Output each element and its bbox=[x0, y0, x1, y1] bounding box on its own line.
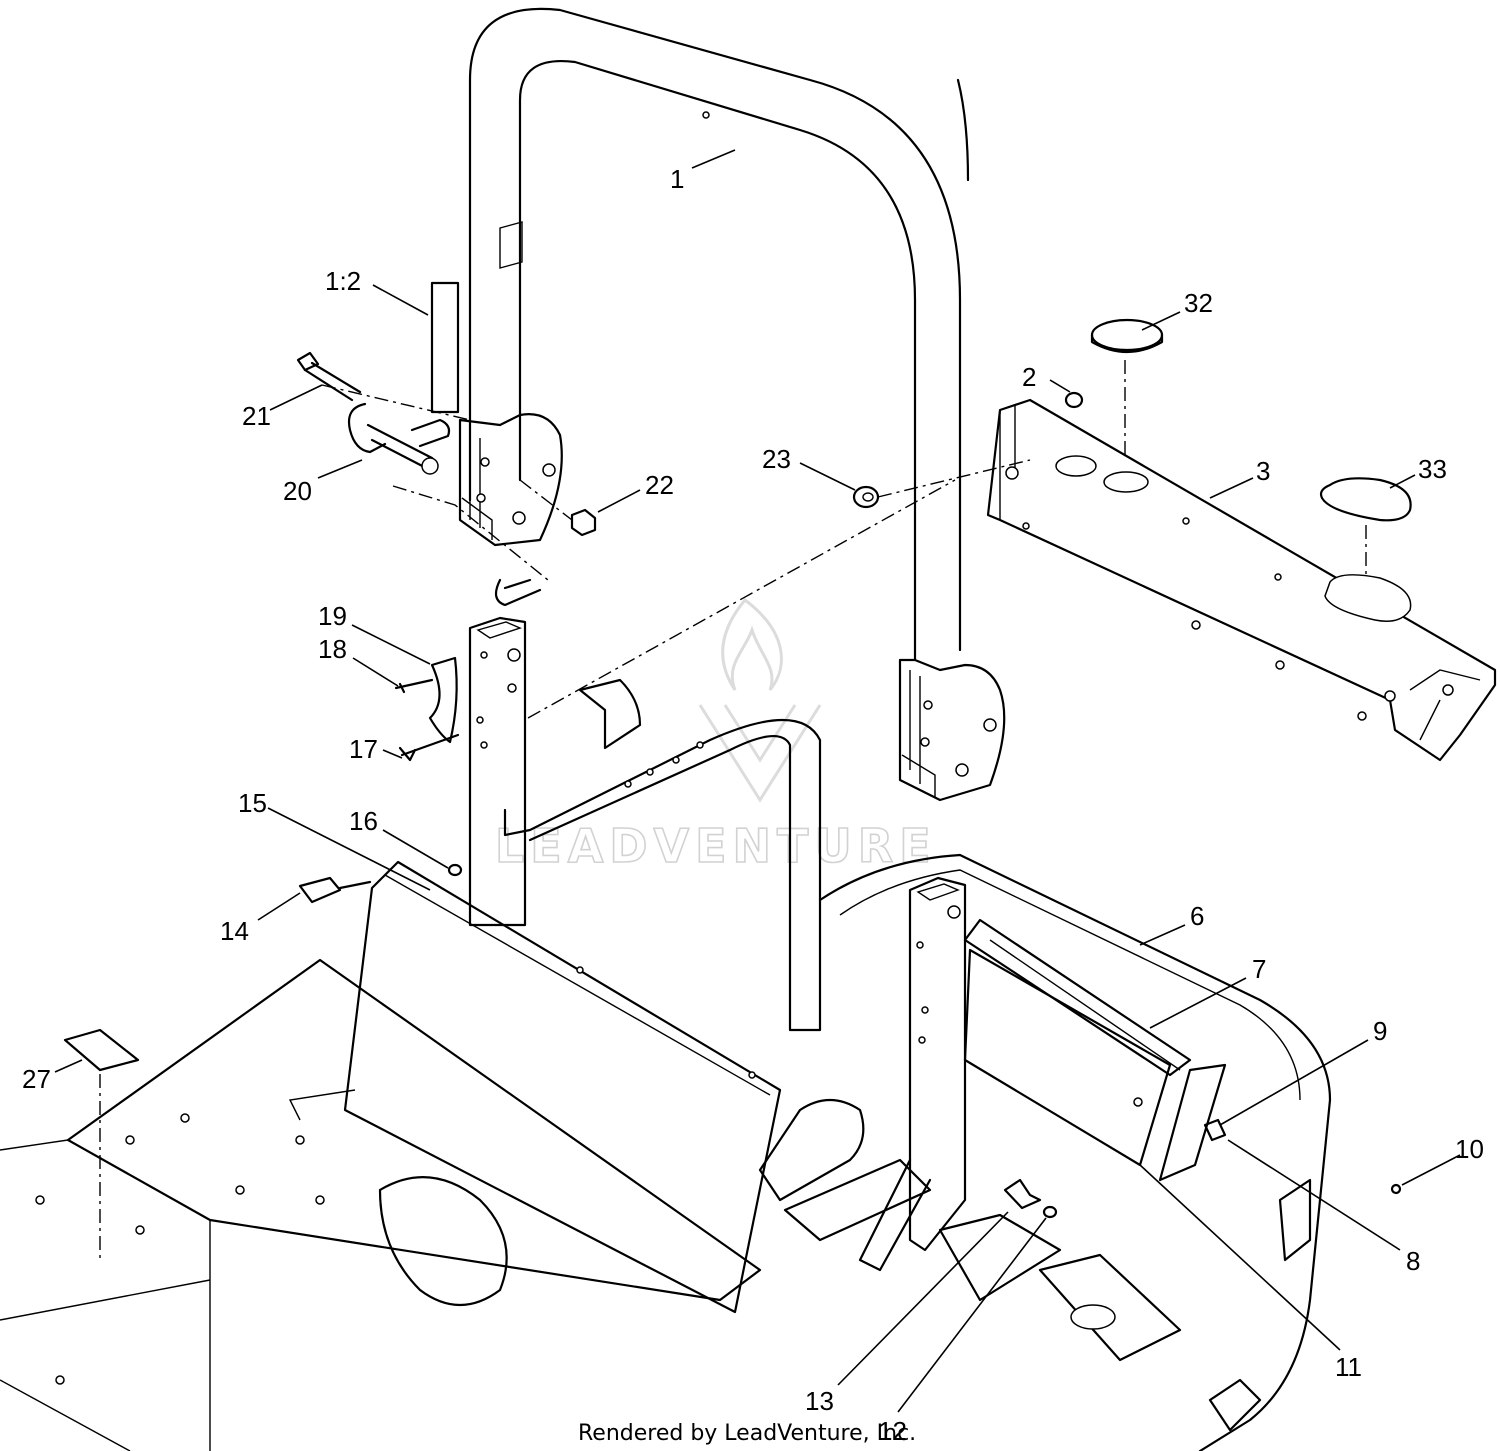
callout-19: 19 bbox=[318, 601, 347, 631]
callout-23: 23 bbox=[762, 444, 791, 474]
callout-22: 22 bbox=[645, 470, 674, 500]
decal-strip bbox=[430, 281, 460, 414]
callout-13: 13 bbox=[805, 1386, 834, 1416]
callout-20: 20 bbox=[283, 476, 312, 506]
rendered-by-footer: Rendered by LeadVenture, Inc. bbox=[578, 1421, 916, 1446]
assembly-line bbox=[877, 459, 1031, 498]
cap-32 bbox=[1090, 318, 1164, 353]
callout-6: 6 bbox=[1190, 901, 1204, 931]
callout-8: 8 bbox=[1406, 1246, 1420, 1276]
frame-deck bbox=[0, 958, 1182, 1451]
watermark-text: LEADVENTURE bbox=[495, 819, 937, 873]
bolt-17 bbox=[398, 733, 460, 762]
flange-nut-22 bbox=[570, 508, 597, 537]
callout-15: 15 bbox=[238, 788, 267, 818]
roll-bar bbox=[458, 7, 1006, 802]
knob-13 bbox=[1003, 1178, 1042, 1210]
callout-27: 27 bbox=[22, 1064, 51, 1094]
hitch-pin-20 bbox=[347, 402, 451, 475]
left-upright bbox=[468, 616, 527, 927]
plug-33 bbox=[1319, 477, 1412, 522]
right-upright bbox=[858, 876, 967, 1272]
assembly-line bbox=[321, 384, 573, 581]
watermark-logo-icon bbox=[698, 597, 822, 803]
callout-33: 33 bbox=[1418, 454, 1447, 484]
callout-32: 32 bbox=[1184, 288, 1213, 318]
callout-14: 14 bbox=[220, 916, 249, 946]
nut-10 bbox=[1390, 1183, 1402, 1195]
latch-plate-19 bbox=[428, 656, 458, 744]
callout-9: 9 bbox=[1373, 1016, 1387, 1046]
lower-hoop bbox=[503, 678, 822, 1032]
callout-labels: 1 1:2 2 3 32 33 23 21 20 22 19 18 17 15 … bbox=[22, 164, 1484, 1446]
decal-27 bbox=[63, 1028, 140, 1072]
washer-12 bbox=[1042, 1205, 1058, 1219]
seat-plate-11 bbox=[963, 948, 1172, 1167]
bolt-21 bbox=[296, 351, 362, 402]
seat-pan-6 bbox=[818, 853, 1332, 1451]
washer-23 bbox=[852, 485, 880, 509]
callout-16: 16 bbox=[349, 806, 378, 836]
strap-bar bbox=[1158, 1063, 1227, 1182]
clip-9 bbox=[1203, 1118, 1227, 1142]
console-panel-15 bbox=[343, 860, 782, 1314]
callout-11: 11 bbox=[1335, 1352, 1362, 1382]
bolt-18 bbox=[394, 678, 434, 694]
bracket-plate bbox=[938, 1213, 1062, 1302]
callout-10: 10 bbox=[1455, 1134, 1484, 1164]
support-bracket-3 bbox=[986, 398, 1497, 762]
callout-21: 21 bbox=[242, 401, 271, 431]
leader-lines bbox=[54, 149, 1461, 1413]
callout-1-2: 1:2 bbox=[325, 266, 361, 296]
screw-16 bbox=[447, 863, 463, 877]
callout-12: 12 bbox=[878, 1416, 907, 1446]
callout-18: 18 bbox=[318, 634, 347, 664]
callout-2: 2 bbox=[1022, 362, 1036, 392]
key-14 bbox=[298, 876, 372, 904]
hairpin-clip bbox=[494, 578, 542, 607]
assembly-line bbox=[527, 479, 956, 719]
callout-1: 1 bbox=[670, 164, 684, 194]
callout-7: 7 bbox=[1252, 954, 1266, 984]
callout-3: 3 bbox=[1256, 456, 1270, 486]
seat-rail-7 bbox=[963, 918, 1192, 1077]
callout-17: 17 bbox=[349, 734, 378, 764]
nut-2 bbox=[1064, 391, 1084, 409]
